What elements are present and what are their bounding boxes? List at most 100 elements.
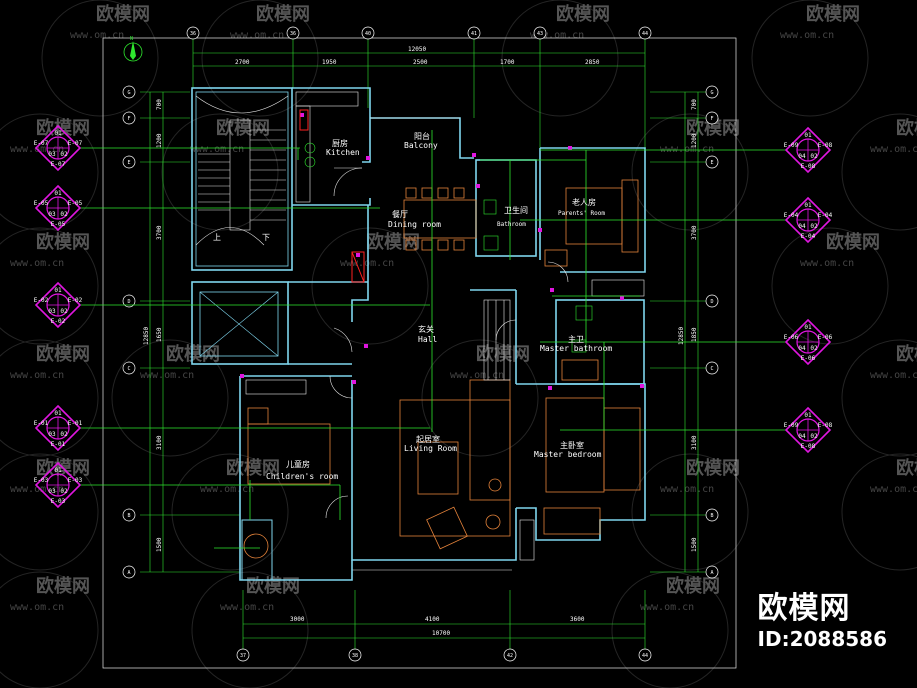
watermark-url: www.om.cn xyxy=(340,258,394,269)
marker-r1: E-06 xyxy=(818,334,833,341)
room-en: Hall xyxy=(418,335,437,344)
marker-r1: E-03 xyxy=(68,477,83,484)
marker-l1: E-03 xyxy=(34,477,49,484)
watermark-brand: 欧模网 xyxy=(216,117,270,139)
watermark-url: www.om.cn xyxy=(530,30,584,41)
watermark-ring xyxy=(201,0,319,117)
marker-l2: 04 xyxy=(798,223,806,230)
watermark-ring xyxy=(841,113,917,231)
axis-bubble xyxy=(533,26,547,40)
dim-bottom-total: 10700 xyxy=(432,630,450,637)
marker-bottom: E-02 xyxy=(51,318,66,325)
watermark-brand: 欧模网 xyxy=(686,457,740,479)
walls xyxy=(191,87,646,581)
watermark-brand: 欧模网 xyxy=(36,575,90,597)
watermark-brand: 欧模网 xyxy=(36,231,90,253)
furniture xyxy=(243,179,641,559)
axis-label: C xyxy=(710,366,713,372)
doors xyxy=(325,167,569,519)
watermark-url: www.om.cn xyxy=(870,370,917,381)
watermark-ring xyxy=(0,113,99,231)
marker-top: 01 xyxy=(54,467,62,474)
marker-bottom: E-08 xyxy=(801,163,816,170)
axis-label: E xyxy=(710,160,713,166)
marker-l1: E-01 xyxy=(34,420,49,427)
room-en: Master bathroom xyxy=(540,344,612,353)
dim-right-seg: 1850 xyxy=(691,327,698,342)
axis-label: D xyxy=(710,299,713,305)
room-labels: 厨房 Kitchen 阳台 Balcony 餐厅 Dining room 卫生间… xyxy=(266,131,612,481)
marker-top: 01 xyxy=(54,287,62,294)
dim-top-total: 12050 xyxy=(408,46,426,53)
watermark-ring xyxy=(631,453,749,571)
axis-bubble xyxy=(705,155,719,169)
marker-r2: 02 xyxy=(810,153,818,160)
dim-right-seg: 700 xyxy=(691,99,698,110)
axis-label: 44 xyxy=(642,653,648,659)
room-en: Balcony xyxy=(404,141,438,150)
watermark-ring xyxy=(631,113,749,231)
axis-label: 38 xyxy=(352,653,358,659)
dim-right-seg: 3100 xyxy=(691,435,698,450)
room-en: Master bedroom xyxy=(534,450,602,459)
watermark-brand: 欧模网 xyxy=(896,343,917,365)
watermark-url: www.om.cn xyxy=(190,144,244,155)
axis-bubble xyxy=(467,26,481,40)
marker-r1: E-08 xyxy=(818,142,833,149)
axis-label: D xyxy=(127,299,130,305)
dim-left-seg: 3700 xyxy=(156,225,163,240)
axis-label: A xyxy=(710,570,713,576)
axis-bubble xyxy=(705,111,719,125)
watermark-url: www.om.cn xyxy=(10,258,64,269)
marker-l1: E-07 xyxy=(34,140,49,147)
axis-label: G xyxy=(710,90,713,96)
axis-bubble xyxy=(705,85,719,99)
brand-name: 欧模网 xyxy=(757,591,851,626)
watermark-brand: 欧模网 xyxy=(896,457,917,479)
marker-r2: 02 xyxy=(810,223,818,230)
dimension-texts: 12050 2700 1950 2500 1700 2850 3000 4100… xyxy=(143,46,698,637)
watermark-ring xyxy=(191,571,309,688)
dim-right-seg: 3700 xyxy=(691,225,698,240)
axis-label: B xyxy=(127,513,130,519)
watermark-ring xyxy=(111,339,229,457)
watermark-ring xyxy=(841,453,917,571)
watermark-brand: 欧模网 xyxy=(896,117,917,139)
red-fixture xyxy=(299,109,365,283)
watermark-ring xyxy=(0,453,99,571)
marker-l2: 03 xyxy=(48,488,56,495)
axis-bubble xyxy=(122,294,136,308)
marker-top: 01 xyxy=(54,190,62,197)
axis-label: 43 xyxy=(537,31,543,37)
axis-label: 41 xyxy=(471,31,477,37)
marker-l2: 03 xyxy=(48,211,56,218)
dim-left-seg: 1500 xyxy=(156,537,163,552)
marker-top: 01 xyxy=(54,130,62,137)
marker-r1: E-01 xyxy=(68,420,83,427)
watermark-url: www.om.cn xyxy=(220,602,274,613)
dim-right-seg: 1500 xyxy=(691,537,698,552)
dim-left-total: 12850 xyxy=(143,327,150,345)
marker-bottom: E-05 xyxy=(51,221,66,228)
watermark-brand: 欧模网 xyxy=(166,343,220,365)
watermark-url: www.om.cn xyxy=(450,370,504,381)
axis-label: F xyxy=(127,116,130,122)
reference-leader-lines xyxy=(80,130,786,549)
axis-label: 42 xyxy=(507,653,513,659)
axis-bubble xyxy=(286,26,300,40)
watermark-brand: 欧模网 xyxy=(96,3,150,25)
axis-bubble xyxy=(348,648,362,662)
room-cn: 主卧室 xyxy=(560,440,584,450)
axis-bubble xyxy=(638,26,652,40)
dim-top-seg: 2700 xyxy=(235,59,250,66)
stair-treads xyxy=(195,95,289,246)
watermark-ring xyxy=(41,0,159,117)
